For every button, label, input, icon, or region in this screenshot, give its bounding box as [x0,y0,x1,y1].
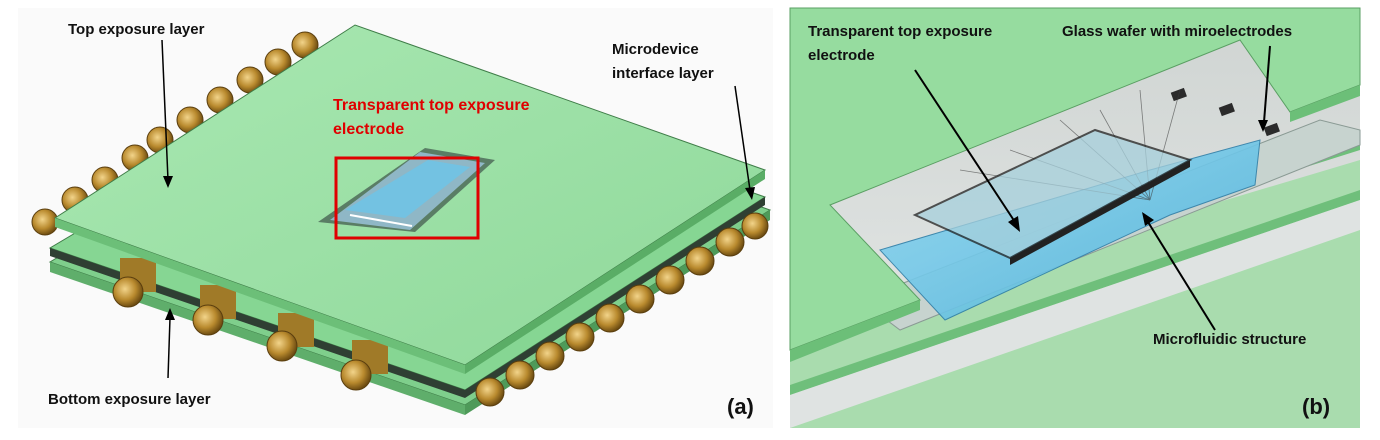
bottom-exposure-layer-label: Bottom exposure layer [48,391,211,408]
panel-b-tag: (b) [1302,394,1331,419]
microfluidic-structure-label: Microfluidic structure [1153,331,1307,348]
panel-a-illustration [18,8,773,428]
top-exposure-layer-label: Top exposure layer [68,21,205,38]
panel-a-leaders [161,39,755,379]
electrode-label-a-line2: electrode [333,121,405,138]
electrode-label-b-line1: Transparent top exposure [808,23,993,40]
electrode-label-b-line2: electrode [808,47,875,64]
microdevice-label-line2: interface layer [612,65,714,82]
electrode-label-a-line1: Transparent top exposure [333,97,530,114]
panel-b-leaders [914,45,1271,331]
microdevice-label-line1: Microdevice [612,41,699,58]
panel-a-tag: (a) [727,394,754,419]
panel-b-illustration [789,7,1361,428]
right-connectors [475,212,769,407]
highlight-box [334,156,480,240]
front-connectors [112,258,388,391]
glass-wafer-label: Glass wafer with miroelectrodes [1062,23,1293,40]
